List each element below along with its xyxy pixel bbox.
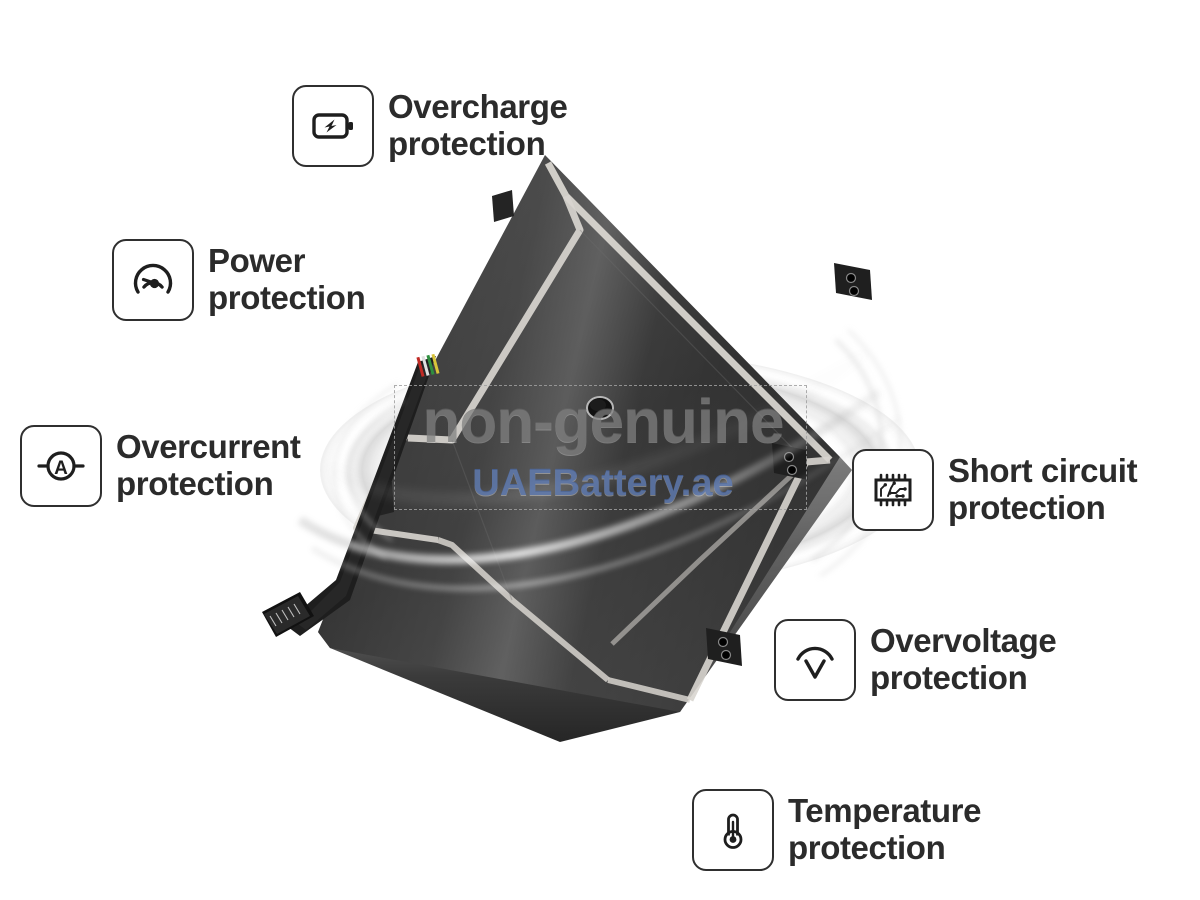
mounting-tab-lower <box>706 628 742 666</box>
short-circuit-label-line1: Short circuit <box>948 451 1138 489</box>
overvoltage-label-line1: Overvoltage <box>870 621 1057 659</box>
overcurrent-label-line2: protection <box>116 464 274 502</box>
temperature-icon-box <box>692 788 774 871</box>
connector-wires <box>416 353 440 377</box>
short-circuit-label: Short circuit protection <box>948 416 1138 564</box>
overcurrent-label: Overcurrent protection <box>116 392 301 540</box>
overcharge-icon-box <box>292 84 374 167</box>
overcharge-label: Overcharge protection <box>388 52 568 200</box>
short-circuit-label-line2: protection <box>948 488 1106 526</box>
temperature-label-line2: protection <box>788 828 946 866</box>
watermark-site: UAEBattery.ae <box>472 462 734 504</box>
overcurrent-label-line1: Overcurrent <box>116 427 301 465</box>
gauge-icon <box>133 263 173 294</box>
short-circuit-icon-box <box>852 448 934 531</box>
overcurrent-icon-box: A <box>20 424 102 507</box>
watermark-non-genuine: non-genuine <box>422 387 785 456</box>
power-icon-box <box>112 238 194 321</box>
chip-icon <box>874 473 912 507</box>
voltmeter-icon <box>796 646 834 679</box>
overcharge-label-line2: protection <box>388 124 546 162</box>
mounting-tab-upper <box>834 263 872 300</box>
power-label-line2: protection <box>208 278 366 316</box>
power-label: Power protection <box>208 206 366 354</box>
feature-overcurrent-protection[interactable]: A Overcurrent protection <box>20 392 301 540</box>
watermark-bounding-box <box>394 385 807 510</box>
feature-overcharge-protection[interactable]: Overcharge protection <box>292 52 568 200</box>
temperature-label-line1: Temperature <box>788 791 982 829</box>
connector-plug <box>262 592 314 637</box>
overvoltage-label-line2: protection <box>870 658 1028 696</box>
overvoltage-label: Overvoltage protection <box>870 586 1057 734</box>
power-label-line1: Power <box>208 241 306 279</box>
overcharge-label-line1: Overcharge <box>388 87 568 125</box>
feature-overvoltage-protection[interactable]: Overvoltage protection <box>774 586 1057 734</box>
overvoltage-icon-box <box>774 618 856 701</box>
svg-text:A: A <box>54 458 68 479</box>
battery-bolt-icon <box>312 113 353 139</box>
ammeter-icon: A <box>37 451 85 481</box>
feature-short-circuit-protection[interactable]: Short circuit protection <box>852 416 1138 564</box>
feature-temperature-protection[interactable]: Temperature protection <box>692 756 981 900</box>
thermometer-icon <box>723 813 743 849</box>
temperature-label: Temperature protection <box>788 756 981 900</box>
feature-power-protection[interactable]: Power protection <box>112 206 366 354</box>
